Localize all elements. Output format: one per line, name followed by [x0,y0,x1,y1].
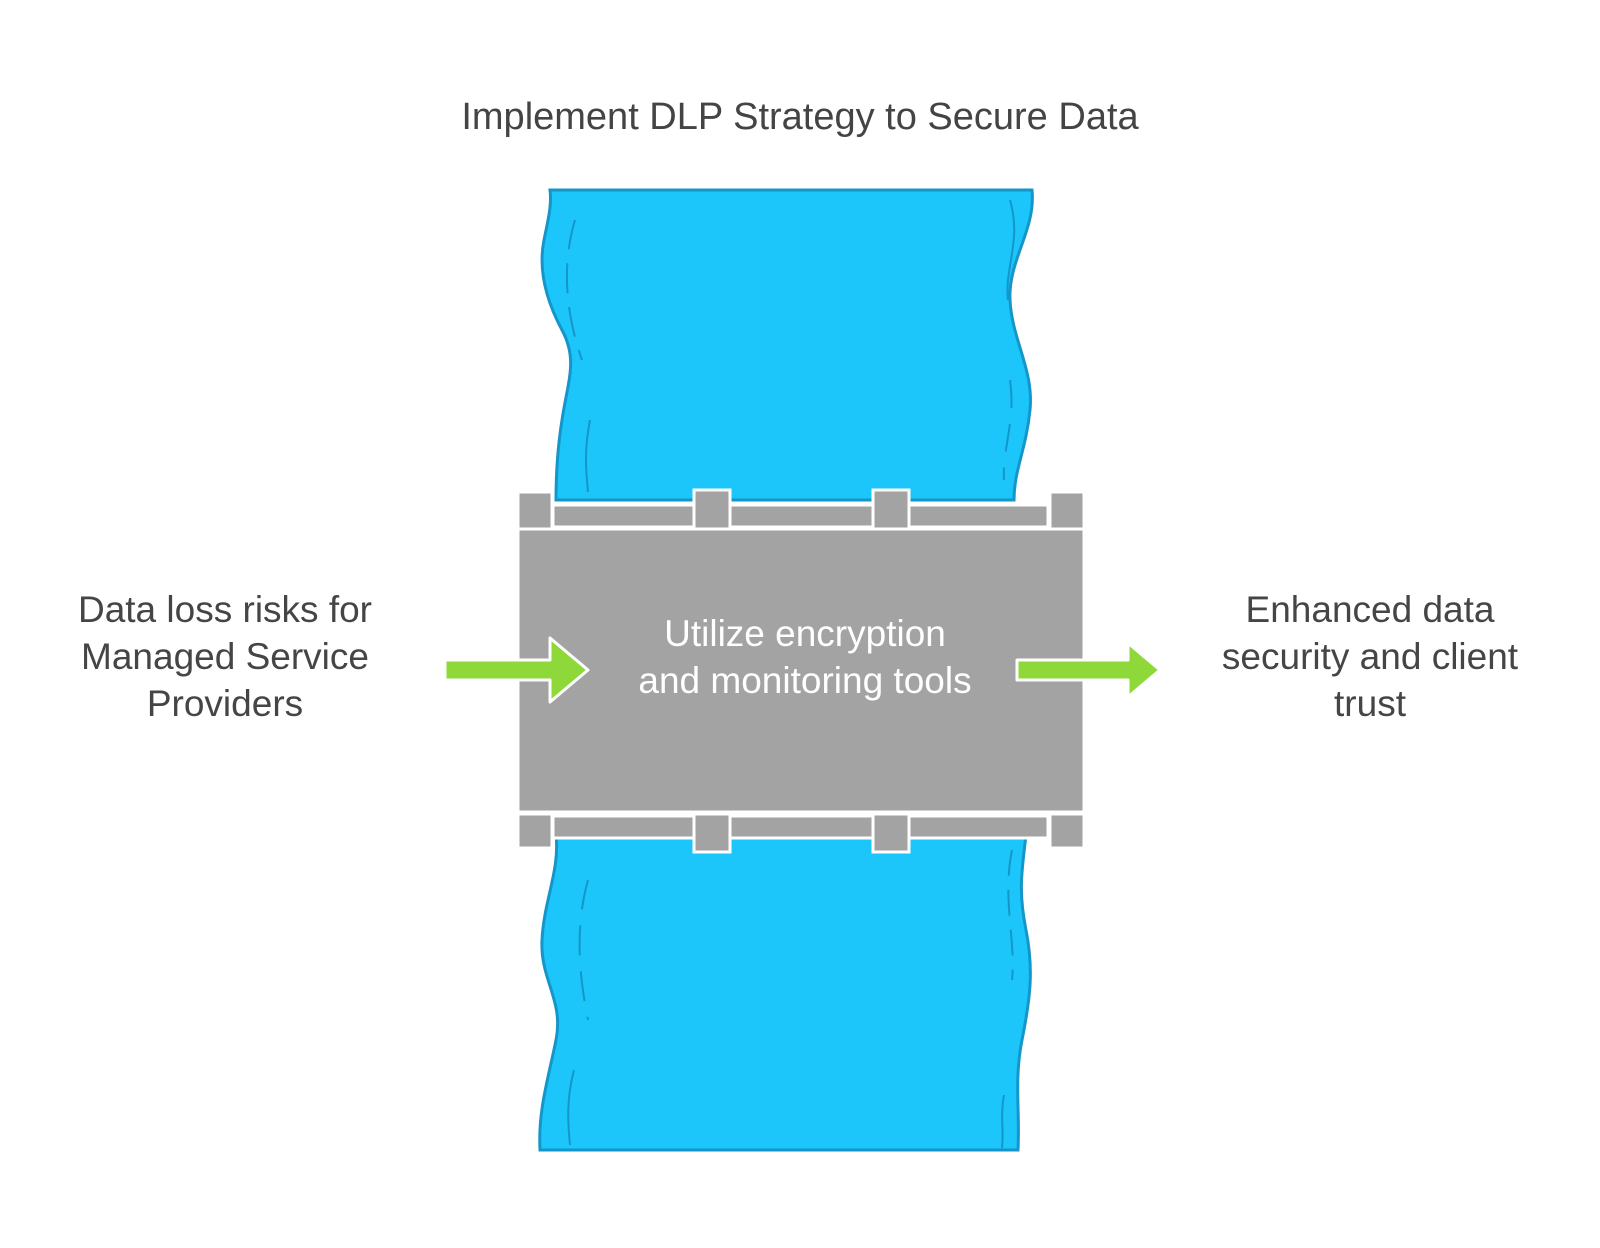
river-ripple [585,419,591,493]
river-ripple [578,879,589,1021]
dam-bottom-rail [516,812,1086,854]
output-arrow [1015,641,1162,699]
input-label-line: Providers [146,683,304,724]
output-label-line: trust [1334,683,1406,724]
river-ripple [1007,849,1014,981]
river-ripple [567,1069,575,1146]
process-label-line: Utilize encryption [664,613,946,654]
output-label-line: security and client [1221,636,1519,677]
river-ripple [1002,379,1013,481]
input-label-line: Data loss risks for [77,589,372,630]
dam-body [516,527,1086,814]
input-label-line: Managed Service [81,636,369,677]
input-label: Data loss risks for Managed Service Prov… [30,586,420,727]
process-label-line: and monitoring tools [638,660,972,701]
input-arrow [443,636,590,704]
diagram-title: Implement DLP Strategy to Secure Data [461,96,1139,138]
river-ripple [1001,1094,1005,1149]
process-label: Utilize encryption and monitoring tools [570,610,1040,704]
river-upper [540,188,1034,502]
river-ripple [565,219,583,361]
dam-top-rail [516,488,1086,532]
river-ripple [1006,199,1016,301]
river-lower [538,833,1032,1152]
output-label-line: Enhanced data [1245,589,1495,630]
output-label: Enhanced data security and client trust [1180,586,1560,727]
